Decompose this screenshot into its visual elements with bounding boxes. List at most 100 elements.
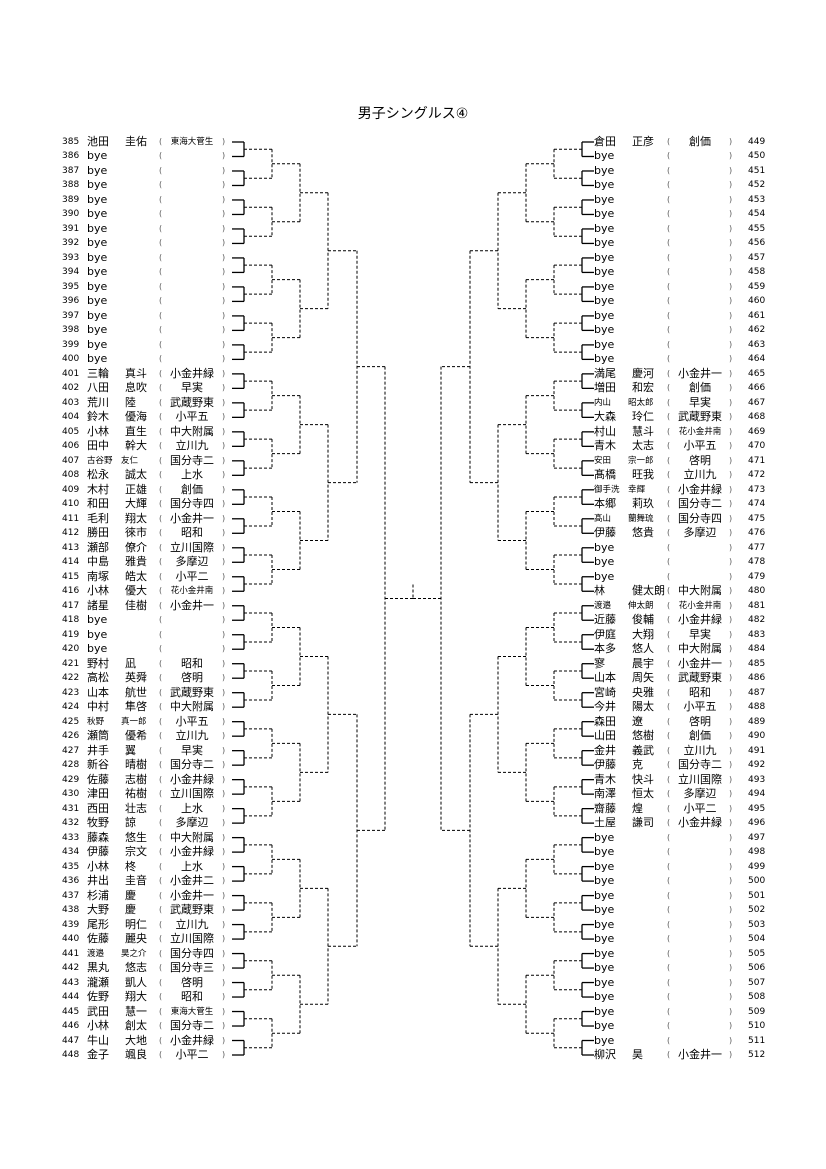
player-family-name: bye <box>594 540 615 554</box>
player-family-name: 山本 <box>594 671 616 685</box>
draw-number: 408 <box>62 470 80 481</box>
paren-close: ) <box>222 586 226 596</box>
player-family-name: bye <box>87 149 108 163</box>
paren-open: ( <box>667 223 671 233</box>
paren-open: ( <box>159 963 163 973</box>
school-name: 国分寺二 <box>170 1019 214 1033</box>
player-family-name: 金子 <box>87 1048 109 1061</box>
draw-number: 388 <box>62 180 80 191</box>
paren-close: ) <box>729 963 733 973</box>
player-family-name: 山本 <box>87 685 109 699</box>
player-family-name: bye <box>594 830 615 844</box>
player-family-name: 南塚 <box>87 569 109 583</box>
player-given-name: 創太 <box>125 1019 147 1033</box>
player-family-name: bye <box>87 294 108 308</box>
player-family-name: bye <box>594 874 615 888</box>
school-name: 国分寺二 <box>678 758 722 772</box>
player-family-name: 三輪 <box>87 366 109 380</box>
player-family-name: bye <box>594 178 615 192</box>
player-given-name: 柊 <box>125 859 136 873</box>
player-given-name: 悠生 <box>125 830 147 844</box>
draw-number: 441 <box>62 948 80 959</box>
player-family-name: bye <box>87 163 108 177</box>
school-name: 国分寺二 <box>678 497 722 511</box>
player-family-name: bye <box>594 294 615 308</box>
paren-open: ( <box>159 803 163 813</box>
paren-open: ( <box>159 426 163 436</box>
draw-number: 446 <box>62 1021 80 1032</box>
paren-open: ( <box>159 528 163 538</box>
player-given-name: 大翔 <box>632 627 654 641</box>
paren-close: ) <box>729 847 733 857</box>
draw-number: 422 <box>62 673 80 684</box>
player-given-name: 圭佑 <box>125 135 147 148</box>
paren-close: ) <box>729 412 733 422</box>
paren-open: ( <box>159 992 163 1002</box>
player-family-name: 井出 <box>87 874 109 888</box>
draw-number: 393 <box>62 252 80 263</box>
player-given-name: 息吹 <box>125 381 147 395</box>
draw-number: 492 <box>748 760 766 771</box>
paren-close: ) <box>729 441 733 451</box>
paren-close: ) <box>729 296 733 306</box>
paren-close: ) <box>729 339 733 349</box>
paren-close: ) <box>222 876 226 886</box>
draw-number: 398 <box>62 325 80 336</box>
player-given-name: 昊 <box>632 1048 643 1061</box>
draw-number: 440 <box>62 934 80 945</box>
player-family-name: 御手洗 <box>594 484 620 495</box>
school-name: 小平五 <box>683 700 717 714</box>
paren-open: ( <box>667 847 671 857</box>
player-family-name: 古谷野 <box>87 455 113 466</box>
paren-close: ) <box>222 803 226 813</box>
school-name: 小平五 <box>175 714 209 728</box>
draw-number: 458 <box>748 267 766 278</box>
player-family-name: bye <box>594 961 615 975</box>
paren-close: ) <box>222 238 226 248</box>
draw-number: 490 <box>748 731 766 742</box>
player-family-name: 柳沢 <box>594 1048 616 1061</box>
draw-number: 426 <box>62 731 80 742</box>
paren-open: ( <box>159 194 163 204</box>
player-given-name: 旺我 <box>632 468 654 482</box>
player-family-name: 佐藤 <box>87 772 109 786</box>
player-family-name: 勝田 <box>87 526 109 540</box>
paren-close: ) <box>729 745 733 755</box>
paren-open: ( <box>159 673 163 683</box>
player-family-name: 池田 <box>87 135 109 148</box>
player-given-name: 翼 <box>125 743 136 757</box>
draw-number: 430 <box>62 789 80 800</box>
draw-number: 489 <box>748 716 766 727</box>
draw-number: 483 <box>748 629 766 640</box>
school-name: 小金井二 <box>170 874 214 888</box>
player-family-name: bye <box>87 337 108 351</box>
paren-close: ) <box>729 571 733 581</box>
draw-number: 445 <box>62 1006 80 1017</box>
player-given-name: 直生 <box>125 424 147 438</box>
paren-open: ( <box>667 325 671 335</box>
paren-open: ( <box>667 209 671 219</box>
paren-open: ( <box>667 818 671 828</box>
paren-close: ) <box>729 716 733 726</box>
draw-number: 508 <box>748 992 766 1003</box>
paren-close: ) <box>729 702 733 712</box>
school-name: 早実 <box>181 381 203 395</box>
player-given-name: 優海 <box>125 410 147 424</box>
player-family-name: bye <box>594 975 615 989</box>
paren-close: ) <box>729 151 733 161</box>
paren-open: ( <box>667 615 671 625</box>
draw-number: 484 <box>748 644 766 655</box>
player-given-name: 隼啓 <box>125 700 147 714</box>
player-given-name: 煌 <box>632 801 643 815</box>
paren-open: ( <box>159 716 163 726</box>
paren-open: ( <box>159 1021 163 1031</box>
draw-number: 511 <box>748 1035 766 1046</box>
paren-open: ( <box>159 542 163 552</box>
paren-open: ( <box>159 934 163 944</box>
player-family-name: 高松 <box>87 671 109 685</box>
draw-number: 395 <box>62 281 80 292</box>
paren-close: ) <box>222 905 226 915</box>
draw-number: 448 <box>62 1050 80 1060</box>
paren-open: ( <box>667 165 671 175</box>
paren-close: ) <box>729 600 733 610</box>
